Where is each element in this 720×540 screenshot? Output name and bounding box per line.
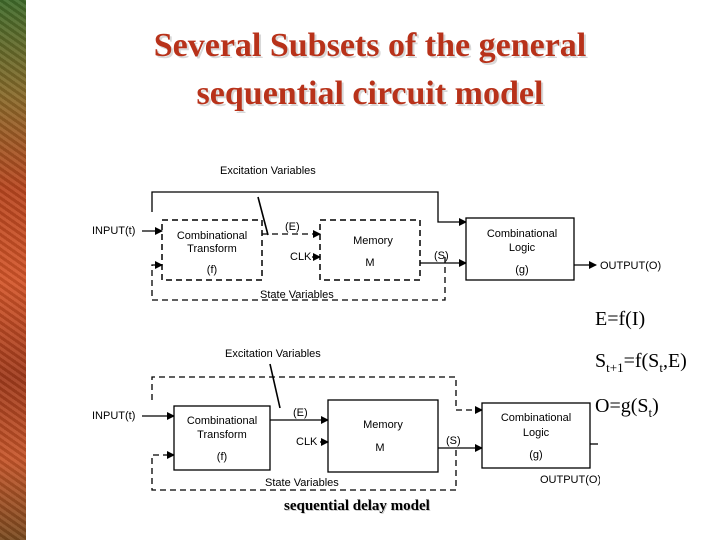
- combinational-logic-box: [465, 217, 575, 281]
- equation-excitation: E=f(I): [595, 308, 645, 331]
- slide-title: Several Subsets of the general sequentia…: [60, 22, 680, 118]
- state-variables-label: State Variables: [260, 289, 334, 301]
- decorative-sidebar: [0, 0, 26, 540]
- memory-line1: Memory: [353, 235, 393, 247]
- combinational-transform-box: [173, 405, 271, 471]
- eq3-b: ): [652, 395, 659, 417]
- comb-transform-line3: (f): [207, 264, 217, 276]
- excitation-loop: [151, 191, 467, 226]
- memory-line1: Memory: [363, 419, 403, 431]
- title-line-1: Several Subsets of the general: [153, 27, 587, 64]
- diagram-caption: sequential delay model: [284, 498, 430, 514]
- title-line-2: sequential circuit model: [196, 75, 544, 112]
- clk-label: CLK: [290, 251, 312, 263]
- state-feedback-loop: [151, 450, 457, 491]
- eq2-a: S: [595, 350, 607, 372]
- excitation-loop: [151, 376, 483, 414]
- s-label: (S): [446, 435, 461, 447]
- memory-line2: M: [375, 442, 384, 454]
- excitation-label: Excitation Variables: [220, 165, 316, 177]
- comb-transform-line1: Combinational: [187, 415, 257, 427]
- comb-logic-line1: Combinational: [487, 228, 557, 240]
- comb-logic-line2: Logic: [509, 242, 536, 254]
- comb-logic-line3: (g): [529, 449, 542, 461]
- excitation-slash: [269, 363, 281, 409]
- combinational-logic-box: [481, 402, 591, 469]
- comb-transform-line2: Transform: [187, 243, 237, 255]
- s-label: (S): [434, 250, 449, 262]
- top-circuit-diagram: Excitation Variables State Variables INP…: [92, 165, 661, 301]
- clk-label: CLK: [296, 436, 318, 448]
- comb-transform-line3: (f): [217, 451, 227, 463]
- eq2-b: =f(S: [623, 350, 660, 372]
- memory-box: [327, 399, 439, 473]
- comb-logic-line1: Combinational: [501, 412, 571, 424]
- output-label: OUTPUT(O): [540, 474, 600, 486]
- eq2-a-sub: t+1: [606, 360, 624, 375]
- eq3-a-sub: t: [648, 405, 653, 420]
- output-label: OUTPUT(O): [600, 260, 661, 272]
- state-feedback-loop: [151, 257, 446, 301]
- state-variables-label: State Variables: [265, 477, 339, 489]
- input-label: INPUT(t): [92, 410, 135, 422]
- eq2-b-sub: t: [659, 360, 663, 375]
- input-label: INPUT(t): [92, 225, 135, 237]
- eq2-c: ,E): [662, 350, 687, 372]
- e-label: (E): [293, 407, 308, 419]
- comb-transform-line2: Transform: [197, 429, 247, 441]
- memory-box: [319, 219, 421, 281]
- eq1-text: E=f(I): [595, 308, 646, 330]
- comb-transform-line1: Combinational: [177, 230, 247, 242]
- e-label: (E): [285, 221, 300, 233]
- combinational-transform-box: [161, 219, 263, 281]
- comb-logic-line2: Logic: [523, 427, 550, 439]
- equation-next-state: St+1=f(St,E): [595, 350, 687, 376]
- memory-line2: M: [365, 257, 374, 269]
- excitation-label: Excitation Variables: [225, 348, 321, 360]
- equation-output: O=g(St): [595, 395, 659, 421]
- eq3-a: O=g(S: [595, 395, 649, 417]
- bottom-circuit-diagram: Excitation Variables State Variables INP…: [92, 348, 600, 491]
- excitation-slash: [257, 196, 269, 236]
- comb-logic-line3: (g): [515, 264, 528, 276]
